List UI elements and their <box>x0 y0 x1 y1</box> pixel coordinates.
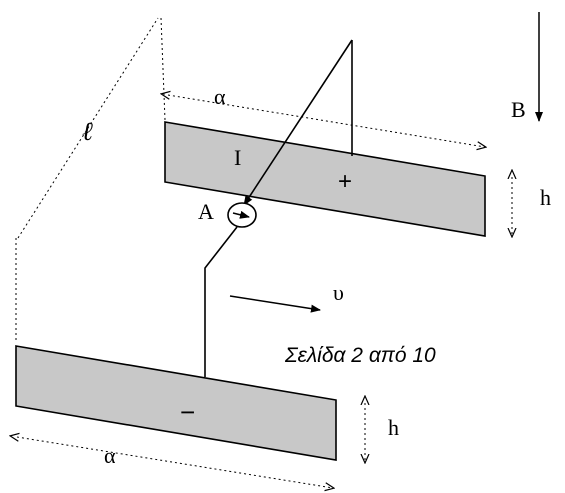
diagonal-conductor <box>243 39 353 206</box>
minus-sign: − <box>180 397 195 427</box>
height-bottom-label: h <box>388 415 399 440</box>
ell-dotted-upper <box>17 17 159 239</box>
ammeter-needle <box>232 210 250 219</box>
ell-dotted-top <box>160 17 166 121</box>
page-number-label: Σελίδα 2 από 10 <box>284 344 436 367</box>
field-B-label: B <box>511 97 526 122</box>
alpha-bottom-dimension <box>17 437 333 488</box>
alpha-top-label: α <box>214 84 226 109</box>
bottom-plate <box>15 345 337 461</box>
height-top-label: h <box>540 185 551 210</box>
velocity-label: υ <box>333 280 344 305</box>
alpha-bottom-label: α <box>104 443 116 468</box>
ell-label: ℓ <box>82 117 93 146</box>
alpha-top-dimension <box>168 95 485 147</box>
velocity-arrow <box>229 295 321 313</box>
plus-sign: + <box>338 168 352 195</box>
lower-wire <box>204 226 238 377</box>
current-I-label: I <box>234 145 241 170</box>
ammeter-A-label: A <box>198 199 214 224</box>
top-plate <box>164 121 486 237</box>
